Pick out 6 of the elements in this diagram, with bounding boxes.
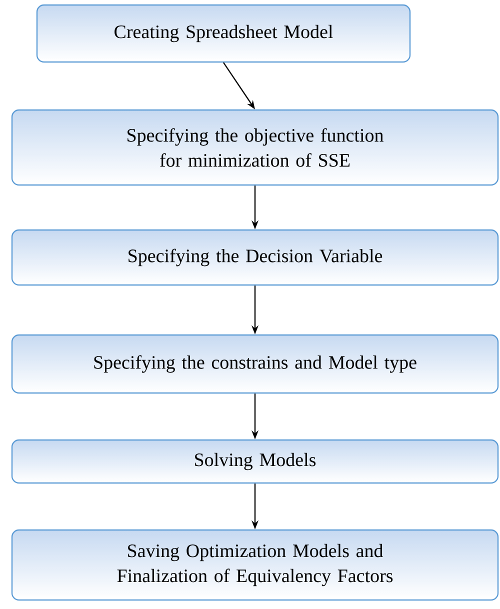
process-box: Solving Models xyxy=(11,439,499,484)
process-box: Specifying the objective function for minimization of SSE xyxy=(11,109,499,186)
process-box: Specifying the Decision Variable xyxy=(11,229,499,286)
process-box: Specifying the constrains and Model type xyxy=(11,334,499,394)
process-box: Saving Optimization Models and Finalization of Equivalency Factors xyxy=(11,529,499,601)
process-box: Creating Spreadsheet Model xyxy=(36,4,411,63)
